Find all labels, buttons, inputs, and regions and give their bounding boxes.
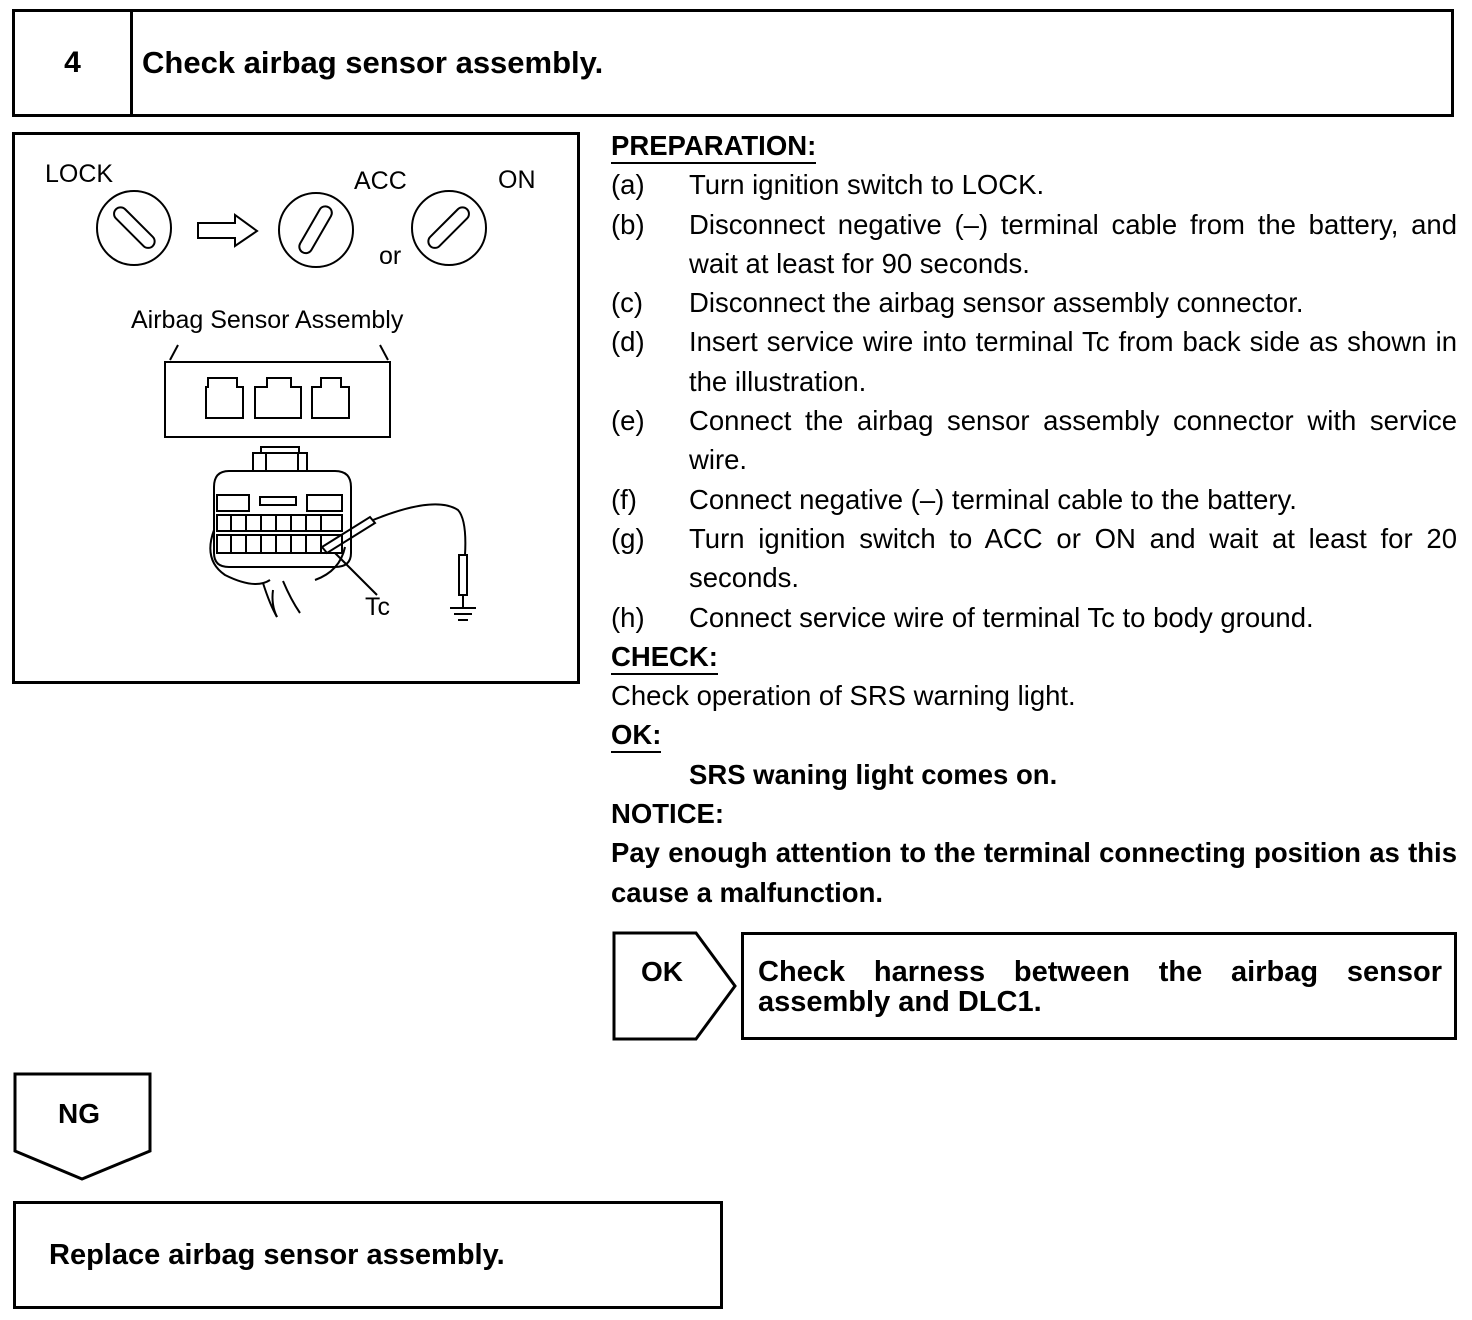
step-text: Connect service wire of terminal Tc to b…	[689, 601, 1314, 633]
step-label: (a)	[611, 169, 645, 201]
step-label: (e)	[611, 405, 645, 437]
step-label: (f)	[611, 483, 637, 515]
check-text: Check operation of SRS warning light.	[611, 680, 1076, 712]
ok-result-text: Check harness between the airbag sensor …	[758, 956, 1442, 1018]
ok-tag-label: OK	[641, 956, 683, 987]
label-lock: LOCK	[45, 160, 113, 188]
preparation-step: (a) Turn ignition switch to LOCK.	[611, 165, 1457, 204]
step-text: Turn ignition switch to LOCK.	[689, 169, 1045, 201]
step-label: (h)	[611, 601, 645, 633]
step-label: (g)	[611, 522, 645, 554]
notice-text: Pay enough attention to the terminal con…	[611, 837, 1457, 908]
label-on: ON	[498, 166, 536, 194]
illustration: LOCK ACC ON or Airbag Sensor Assembly Tc	[12, 132, 580, 684]
preparation-steps: (a) Turn ignition switch to LOCK. (b) Disc…	[611, 165, 1457, 637]
step-label: (c)	[611, 287, 644, 319]
arrow-right-icon	[197, 213, 259, 248]
step-number: 4	[15, 12, 133, 114]
ng-result-text: Replace airbag sensor assembly.	[49, 1238, 505, 1271]
step-text: Connect the airbag sensor assembly conne…	[689, 405, 1457, 476]
ng-result-box: Replace airbag sensor assembly.	[13, 1201, 723, 1309]
notice-heading: NOTICE:	[611, 798, 725, 830]
preparation-step: (g) Turn ignition switch to ACC or ON and…	[611, 519, 1457, 598]
step-text: Insert service wire into terminal Tc fro…	[689, 326, 1457, 397]
step-text: Disconnect the airbag sensor assembly co…	[689, 287, 1304, 319]
preparation-step: (e) Connect the airbag sensor assembly co…	[611, 401, 1457, 480]
illustration-drawing: LOCK ACC ON or Airbag Sensor Assembly Tc	[45, 160, 536, 621]
connector-icon	[209, 446, 352, 618]
step-text: Connect negative (–) terminal cable to t…	[689, 483, 1297, 515]
ignition-on-icon	[411, 190, 487, 266]
preparation-step: (d) Insert service wire into terminal Tc …	[611, 322, 1457, 401]
ignition-acc-icon	[278, 192, 354, 268]
step-label: (d)	[611, 326, 645, 358]
preparation-step: (h) Connect service wire of terminal Tc t…	[611, 598, 1457, 637]
preparation-step: (f) Connect negative (–) terminal cable t…	[611, 480, 1457, 519]
label-acc: ACC	[354, 167, 407, 195]
airbag-sensor-assembly-icon	[164, 361, 391, 438]
procedure: PREPARATION: (a) Turn ignition switch to …	[611, 126, 1457, 912]
ng-tag-label: NG	[58, 1098, 100, 1129]
label-airbag-sensor-assembly: Airbag Sensor Assembly	[131, 306, 404, 334]
ok-heading: OK:	[611, 719, 662, 754]
ignition-lock-icon	[96, 190, 172, 266]
ground-symbol-icon	[450, 607, 476, 621]
ok-result-box: Check harness between the airbag sensor …	[741, 932, 1457, 1040]
label-terminal-tc: Tc	[365, 593, 390, 621]
preparation-step: (b) Disconnect negative (–) terminal cabl…	[611, 205, 1457, 284]
step-text: Disconnect negative (–) terminal cable f…	[689, 208, 1457, 279]
ng-branch-tag: NG	[13, 1072, 152, 1181]
label-or: or	[379, 242, 401, 270]
ok-branch-tag: OK	[612, 931, 737, 1041]
preparation-heading: PREPARATION:	[611, 130, 817, 164]
service-wire-icon	[320, 503, 468, 607]
step-text: Turn ignition switch to ACC or ON and wa…	[689, 522, 1457, 594]
check-heading: CHECK:	[611, 641, 718, 675]
step-header: 4 Check airbag sensor assembly.	[12, 9, 1454, 117]
step-title: Check airbag sensor assembly.	[142, 45, 604, 80]
preparation-step: (c) Disconnect the airbag sensor assembly…	[611, 283, 1457, 322]
ok-text: SRS waning light comes on.	[689, 758, 1058, 790]
step-label: (b)	[611, 208, 645, 240]
